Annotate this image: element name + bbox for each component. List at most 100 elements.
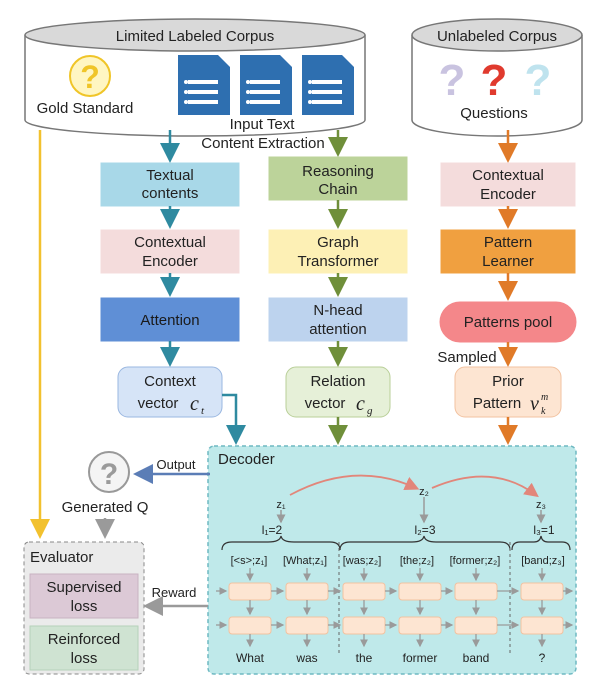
svg-text:contents: contents [142,185,199,202]
question-mark-icon: ? [439,56,466,105]
input-text-label: Input Text [230,116,296,133]
context-symbol: c [190,393,199,415]
z2-label: z₂ [419,486,429,498]
decoder-input: [band;z₃] [521,555,565,567]
gold-question-icon: ? [69,55,111,97]
reinforced-loss-box: Reinforced loss [29,625,139,671]
l2-label: l₂=3 [414,523,435,537]
unlabeled-corpus: Unlabeled Corpus ? ? ? Questions [411,18,583,137]
evaluator-panel: Evaluator Supervised loss Reinforced los… [23,541,145,675]
attention-box: Attention [100,297,240,342]
svg-text:Encoder: Encoder [142,253,198,270]
z1-to-z2-arrow [289,474,420,496]
svg-text:Textual: Textual [146,167,194,184]
svg-text:Prior: Prior [492,373,524,390]
brace [221,535,341,551]
document-icon [178,55,230,115]
arrow [222,393,246,445]
decoder-connections [216,568,574,648]
svg-text:?: ? [80,59,100,95]
pattern-learner-box: Pattern Learner [440,229,576,274]
left-contextual-encoder-box: Contextual Encoder [100,229,240,274]
svg-text:Chain: Chain [318,181,357,198]
relation-subscript: g [367,405,373,417]
svg-text:Reasoning: Reasoning [302,163,374,180]
question-mark-icon: ? [525,56,552,105]
graph-transformer-box: Graph Transformer [268,229,408,274]
l1-label: l₁=2 [262,523,283,537]
z3-label: z₃ [536,499,546,511]
decoder-input: [was;z₂] [343,555,382,567]
svg-text:Pattern: Pattern [484,234,532,251]
svg-text:Encoder: Encoder [480,186,536,203]
decoder-title: Decoder [218,451,275,468]
prior-superscript: m [541,392,548,403]
svg-text:Learner: Learner [482,253,534,270]
decoder-output: the [356,651,373,665]
decoder-output: band [463,651,490,665]
evaluator-title: Evaluator [30,549,93,566]
svg-text:Pattern: Pattern [473,395,521,412]
supervised-loss-box: Supervised loss [29,573,139,619]
context-subscript: t [201,405,205,417]
svg-text:?: ? [100,458,118,491]
document-icon [240,55,292,115]
svg-text:Transformer: Transformer [297,253,378,270]
sampled-label: Sampled [437,349,496,366]
gold-standard-label: Gold Standard [37,100,134,117]
svg-text:Reinforced: Reinforced [48,631,121,648]
relation-vector-box: Relation vector c g [285,366,391,418]
svg-text:Contextual: Contextual [472,167,544,184]
svg-text:Attention: Attention [140,312,199,329]
decoder-output: What [236,651,265,665]
svg-text:Relation: Relation [310,373,365,390]
svg-text:vector: vector [305,395,346,412]
svg-text:Context: Context [144,373,197,390]
prior-symbol: v [530,393,539,415]
right-contextual-encoder-box: Contextual Encoder [440,162,576,207]
brace [511,535,571,551]
svg-text:Supervised: Supervised [46,579,121,596]
questions-label: Questions [460,105,528,122]
svg-text:attention: attention [309,321,367,338]
prior-subscript: k [541,406,546,417]
context-vector-box: Context vector c t [117,366,223,418]
decoder-input: [What;z₁] [283,555,327,567]
generated-q-label: Generated Q [62,499,149,516]
decoder-cells-row-1 [228,582,564,601]
svg-text:Contextual: Contextual [134,234,206,251]
relation-symbol: c [356,393,365,415]
decoder-input: [<s>;z₁] [231,555,268,567]
svg-text:N-head: N-head [313,302,362,319]
content-extraction-label: Content Extraction [201,135,324,152]
generated-question-icon: ? [88,451,130,493]
prior-pattern-box: Prior Pattern v k m [454,366,562,418]
decoder-output: ? [539,651,546,665]
z1-label: z₁ [276,499,286,511]
svg-text:Patterns pool: Patterns pool [464,314,552,331]
unlabeled-corpus-title: Unlabeled Corpus [437,28,557,45]
svg-text:loss: loss [71,650,98,667]
decoder-panel: Decoder z₁ z₂ z₃ l₁=2 l₂=3 l₃=1 [<s>;z₁]… [207,445,577,675]
limited-labeled-corpus: Limited Labeled Corpus ? Gold Standard I… [24,18,366,137]
reasoning-chain-box: Reasoning Chain [268,156,408,201]
decoder-input: [former;z₂] [450,555,501,567]
decoder-output: former [403,651,438,665]
limited-corpus-title: Limited Labeled Corpus [116,28,274,45]
textual-contents-box: Textual contents [100,162,240,207]
output-label: Output [156,457,195,472]
svg-text:vector: vector [138,395,179,412]
decoder-output: was [295,651,317,665]
l3-label: l₃=1 [533,523,555,537]
svg-text:Graph: Graph [317,234,359,251]
svg-text:loss: loss [71,598,98,615]
z2-to-z3-arrow [431,475,539,498]
n-head-attention-box: N-head attention [268,297,408,342]
patterns-pool-box: Patterns pool [439,301,577,343]
question-mark-icon: ? [481,56,508,105]
reward-label: Reward [152,585,197,600]
brace [339,535,511,551]
decoder-input: [the;z₂] [400,555,434,567]
document-icon [302,55,354,115]
